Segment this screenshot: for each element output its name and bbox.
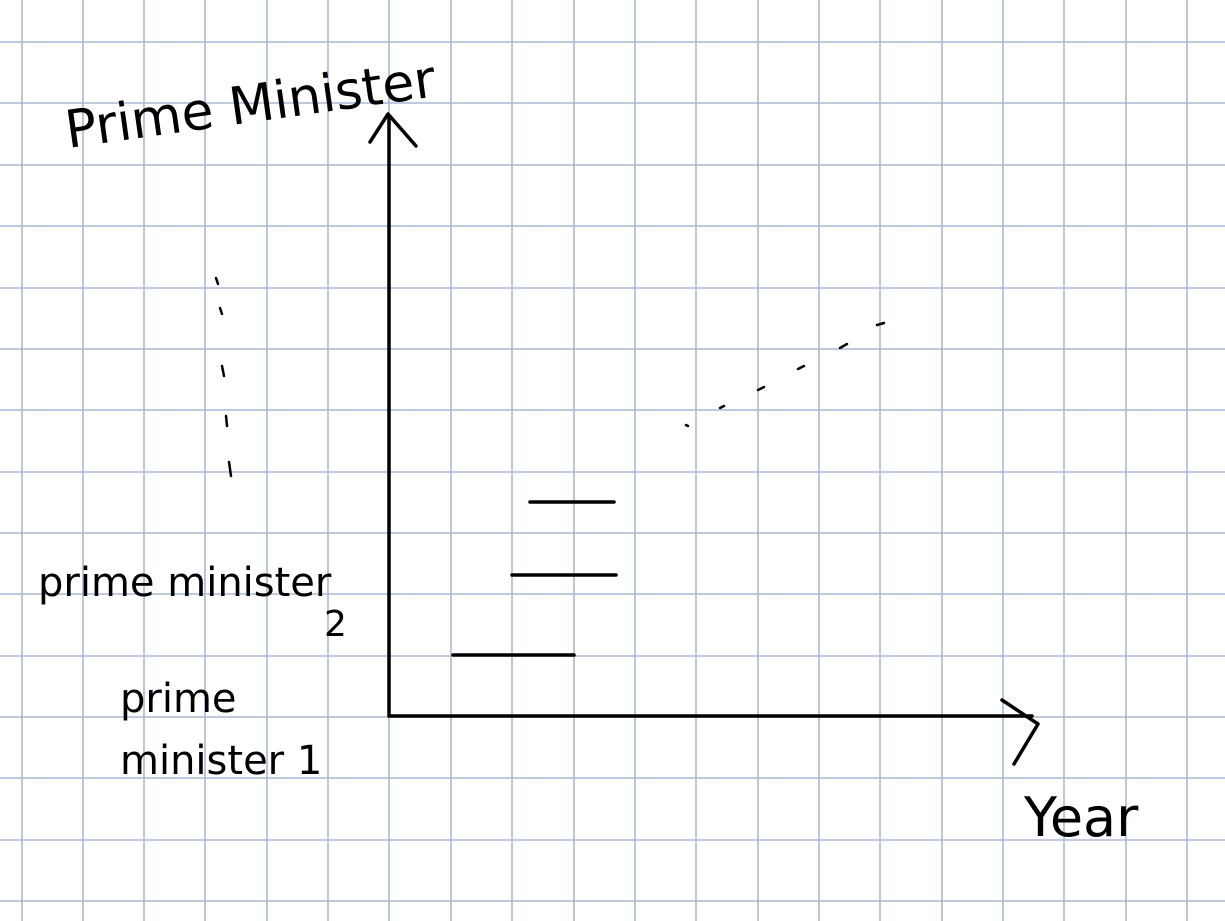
pm1-label-line1: prime: [120, 676, 237, 722]
x-axis-title: Year: [1023, 786, 1139, 849]
continuation-dash: [718, 404, 726, 410]
y-axis-arrowhead: [368, 112, 418, 148]
vertical-continuation-dots: [214, 276, 233, 478]
continuation-dot: [224, 414, 229, 428]
continuation-dot: [220, 364, 226, 378]
axes: [368, 112, 1040, 766]
continuation-dash: [838, 342, 849, 350]
continuation-dash: [875, 321, 886, 327]
term-segments: [451, 500, 618, 657]
y-axis-title: Prime Minister: [61, 49, 439, 160]
continuation-dot: [218, 306, 224, 316]
continuation-dash: [684, 423, 690, 428]
diagonal-continuation-dashes: [684, 321, 886, 428]
pm2-label-line2: 2: [324, 604, 347, 645]
pm1-label-line2: minister 1: [120, 738, 322, 784]
x-axis-arrowhead: [1000, 698, 1040, 766]
continuation-dash: [756, 385, 766, 392]
continuation-dot: [227, 460, 233, 478]
continuation-dash: [796, 364, 806, 371]
pm2-label-line1: prime minister: [38, 560, 332, 606]
continuation-dot: [214, 276, 220, 286]
